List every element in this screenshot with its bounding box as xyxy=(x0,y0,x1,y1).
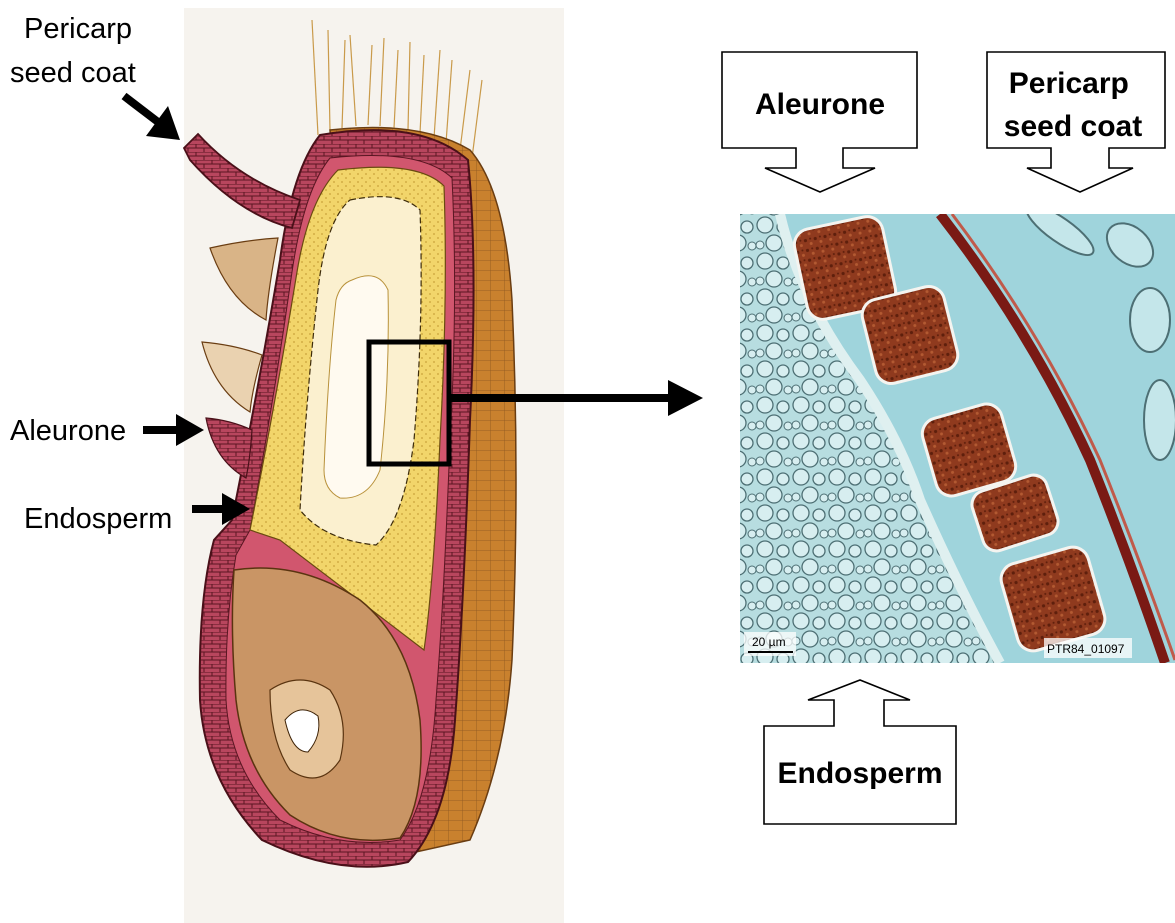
label-pericarp: Pericarp seed coat xyxy=(10,13,140,89)
label-pericarp-line2: seed coat xyxy=(10,57,136,89)
callout-endosperm: Endosperm xyxy=(764,680,956,824)
image-id-label: PTR84_01097 xyxy=(1047,642,1125,656)
label-aleurone: Aleurone xyxy=(10,415,126,447)
callout-pericarp: Pericarp seed coat xyxy=(987,52,1165,192)
kernel-illustration xyxy=(184,8,564,923)
callout-pericarp-line2: seed coat xyxy=(1004,110,1142,143)
image-id-tag: PTR84_01097 xyxy=(1044,638,1132,658)
pericarp-pointer-arrow xyxy=(124,96,180,140)
callout-aleurone: Aleurone xyxy=(722,52,917,192)
label-endosperm: Endosperm xyxy=(24,503,172,535)
label-pericarp-line1: Pericarp xyxy=(24,13,132,45)
micrograph: 20 µm PTR84_01097 xyxy=(740,197,1175,663)
callout-pericarp-line1: Pericarp xyxy=(1009,67,1129,100)
callout-aleurone-label: Aleurone xyxy=(755,88,885,121)
scale-bar-label: 20 µm xyxy=(752,635,786,649)
scale-bar: 20 µm xyxy=(744,632,796,656)
callout-endosperm-label: Endosperm xyxy=(777,757,942,790)
